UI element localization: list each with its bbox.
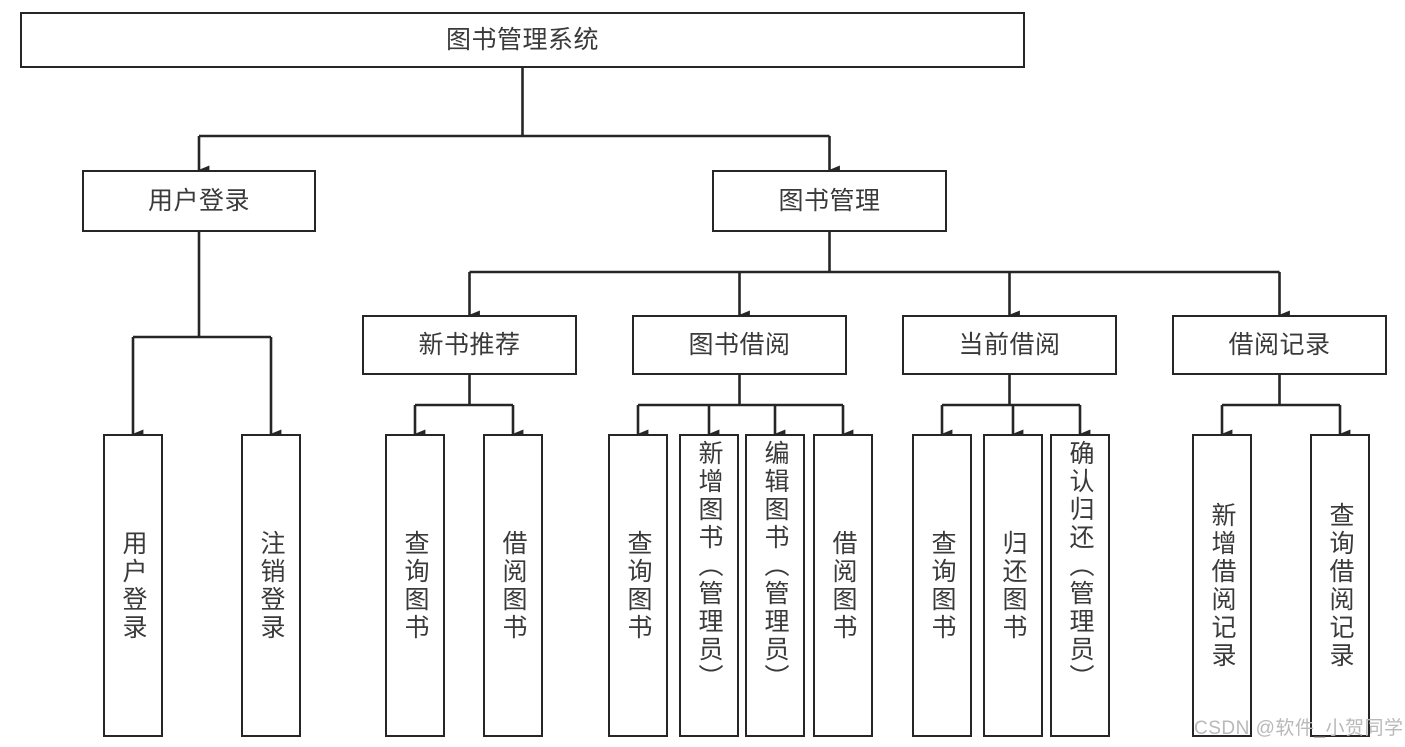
- node-leaf-r-query[interactable]: 查询借阅记录: [1310, 434, 1370, 737]
- node-leaf-b-lend[interactable]: 借阅图书: [813, 434, 873, 737]
- node-label: 新书推荐: [418, 331, 521, 359]
- node-leaf-b-edit[interactable]: 编辑图书（管理员）: [745, 434, 805, 737]
- node-label: 归还图书: [999, 529, 1027, 642]
- node-leaf-b-query[interactable]: 查询图书: [608, 434, 668, 737]
- node-leaf-logout[interactable]: 注销登录: [241, 434, 301, 737]
- node-label: 借阅图书: [829, 529, 857, 642]
- node-root[interactable]: 图书管理系统: [20, 12, 1025, 68]
- node-label: 查询借阅记录: [1326, 501, 1354, 670]
- edge-paths: [131, 68, 1351, 439]
- node-leaf-r-add[interactable]: 新增借阅记录: [1192, 434, 1252, 737]
- node-leaf-nr-borrow[interactable]: 借阅图书: [483, 434, 543, 737]
- node-bookmgmt[interactable]: 图书管理: [712, 170, 947, 232]
- node-newrec[interactable]: 新书推荐: [362, 315, 577, 375]
- node-current[interactable]: 当前借阅: [902, 315, 1117, 375]
- node-leaf-c-return[interactable]: 归还图书: [983, 434, 1043, 737]
- node-label: 用户登录: [119, 529, 147, 642]
- node-leaf-c-confirm[interactable]: 确认归还（管理员）: [1050, 434, 1110, 737]
- node-label: 注销登录: [257, 529, 285, 642]
- node-login[interactable]: 用户登录: [82, 170, 316, 232]
- node-label: 确认归还（管理员）: [1066, 440, 1094, 692]
- node-label: 借阅记录: [1228, 331, 1331, 359]
- node-leaf-b-add[interactable]: 新增图书（管理员）: [679, 434, 739, 737]
- node-label: 图书管理系统: [445, 26, 599, 54]
- node-label: 当前借阅: [958, 331, 1061, 359]
- node-leaf-login[interactable]: 用户登录: [103, 434, 163, 737]
- node-label: 查询图书: [928, 529, 956, 642]
- node-label: 用户登录: [147, 187, 250, 215]
- node-label: 借阅图书: [499, 529, 527, 642]
- node-leaf-nr-query[interactable]: 查询图书: [385, 434, 445, 737]
- node-label: 图书管理: [778, 187, 881, 215]
- node-label: 查询图书: [401, 529, 429, 642]
- watermark: CSDN @软件_小贺同学: [1194, 718, 1404, 739]
- node-label: 图书借阅: [688, 331, 791, 359]
- node-borrow[interactable]: 图书借阅: [632, 315, 847, 375]
- node-label: 新增图书（管理员）: [695, 440, 723, 692]
- node-label: 查询图书: [624, 529, 652, 642]
- node-label: 新增借阅记录: [1208, 501, 1236, 670]
- node-records[interactable]: 借阅记录: [1172, 315, 1387, 375]
- node-label: 编辑图书（管理员）: [761, 440, 789, 692]
- node-leaf-c-query[interactable]: 查询图书: [912, 434, 972, 737]
